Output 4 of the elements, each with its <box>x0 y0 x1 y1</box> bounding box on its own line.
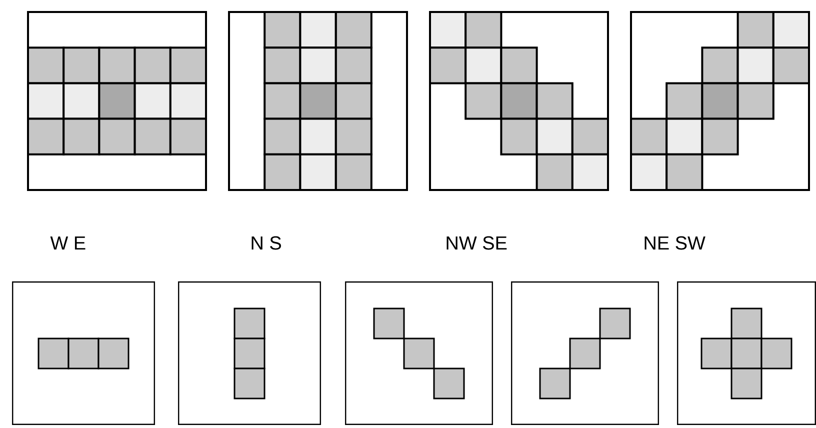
direction-label: W E <box>50 236 86 250</box>
direction-label: NW SE <box>446 236 507 250</box>
direction-label: N S <box>252 236 281 250</box>
direction-label: NE SW <box>644 236 706 250</box>
